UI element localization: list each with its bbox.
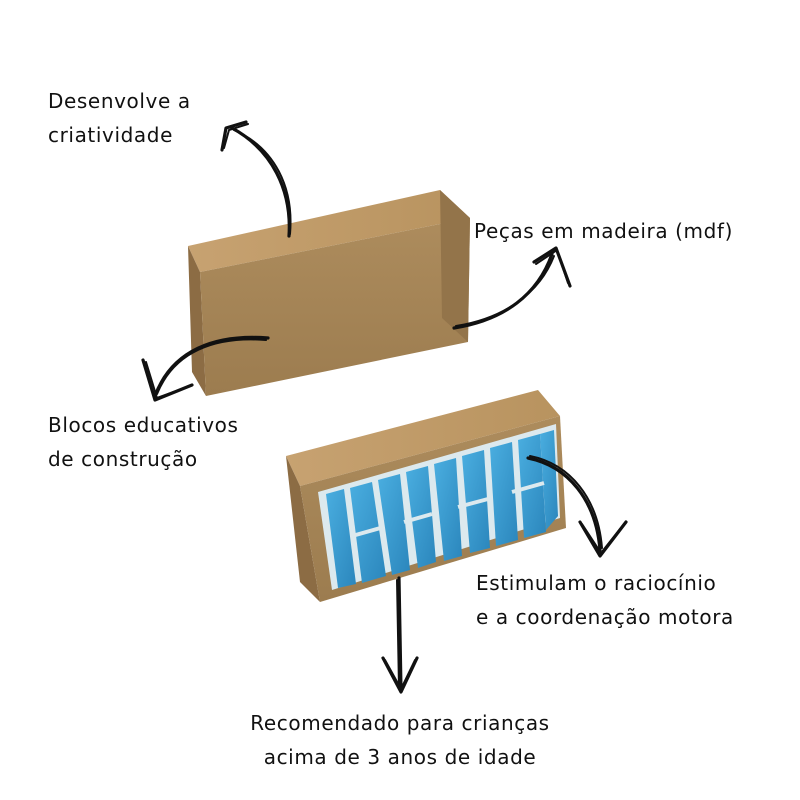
label-criatividade: Desenvolve a criatividade [48,84,191,152]
label-criatividade-line2: criatividade [48,123,173,147]
block-top-face [188,190,470,272]
label-madeira-line1: Peças em madeira (mdf) [474,219,733,243]
label-idade-line2: acima de 3 anos de idade [263,745,537,769]
arrow-raciocinio-icon [526,455,628,558]
label-blocos-line2: de construção [48,447,198,471]
tile-block-left-edge [286,456,320,602]
label-blocos: Blocos educativos de construção [48,408,239,476]
label-criatividade-line1: Desenvolve a [48,89,191,113]
wooden-block-blue-tile [286,390,566,602]
tile-grout-lines [351,481,545,538]
block-front-face [200,218,470,396]
arrow-madeira-icon [452,246,572,330]
label-raciocinio-line1: Estimulam o raciocínio [476,571,717,595]
wooden-block-plain [188,190,470,396]
tile-block-top-face [286,390,560,486]
label-raciocinio-line2: e a coordenação motora [476,605,734,629]
block-left-edge [188,246,206,396]
label-idade: Recomendado para crianças acima de 3 ano… [200,706,600,774]
label-madeira: Peças em madeira (mdf) [474,214,733,248]
label-raciocinio: Estimulam o raciocínio e a coordenação m… [476,566,734,634]
arrow-idade-icon [381,576,419,694]
arrow-blocos-icon [141,335,270,402]
arrow-criatividade-icon [220,120,292,238]
label-idade-line1: Recomendado para crianças [250,711,550,735]
label-blocos-line1: Blocos educativos [48,413,239,437]
block-right-face [440,190,470,342]
